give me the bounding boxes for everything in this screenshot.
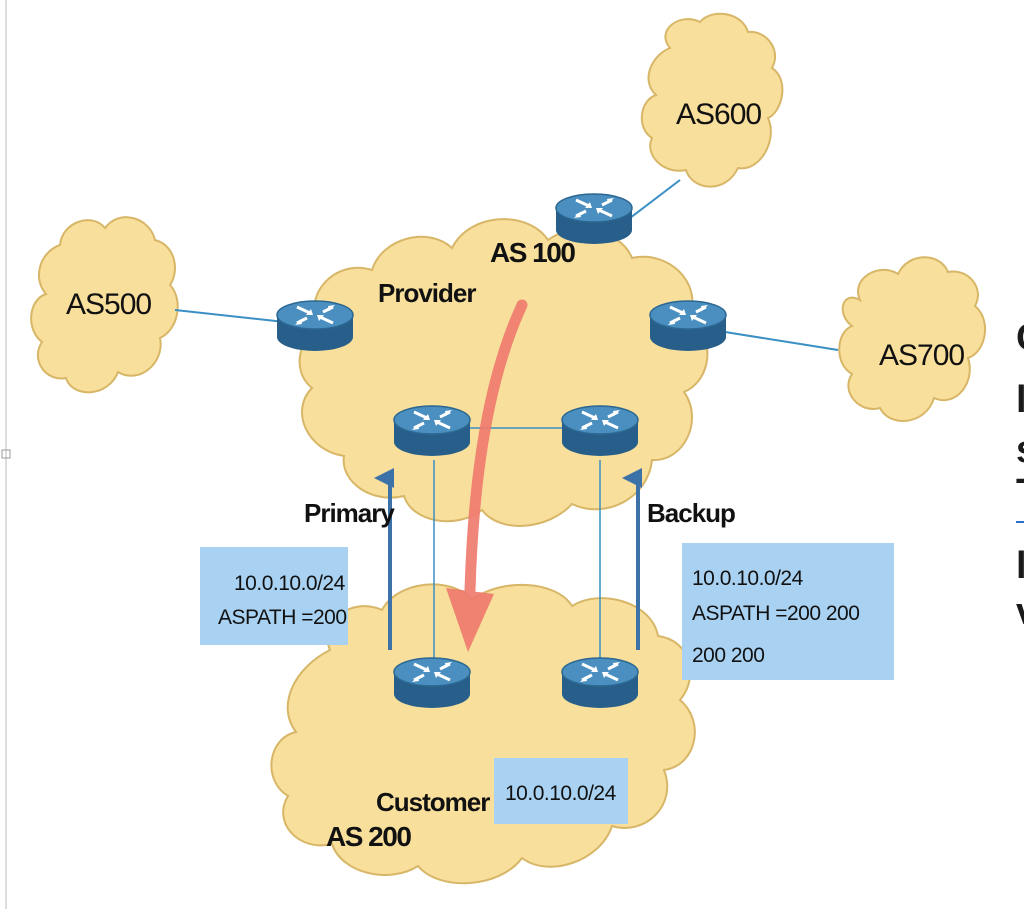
- provider-name-label: Provider: [378, 278, 476, 308]
- customer-as-label: AS 200: [326, 821, 411, 852]
- router-customer-backup: [560, 656, 640, 710]
- edge-char-5: l: [1016, 545, 1024, 587]
- customer-name-label: Customer: [376, 787, 490, 817]
- backup-link-label: Backup: [647, 498, 735, 528]
- router-customer-primary: [392, 656, 472, 710]
- edge-char-4: T: [1016, 472, 1024, 514]
- cloud-as500: [30, 216, 179, 394]
- router-provider-left: [275, 299, 355, 353]
- as500-label: AS500: [66, 288, 151, 321]
- backup-box-aspath: ASPATH =200 200: [692, 602, 859, 625]
- router-provider-primary: [392, 404, 472, 458]
- primary-box-aspath: ASPATH =200: [218, 606, 347, 629]
- backup-box-aspath-cont: 200 200: [692, 644, 764, 667]
- cloud-as600: [641, 12, 784, 188]
- router-provider-backup: [560, 404, 640, 458]
- as700-label: AS700: [879, 339, 964, 372]
- page-margin-handle: [1, 449, 11, 459]
- edge-char-3: s: [1016, 429, 1024, 471]
- provider-as-label: AS 100: [490, 237, 575, 268]
- cloud-as700: [838, 256, 987, 422]
- right-edge-cut-text: C l s T l v: [1016, 317, 1024, 633]
- primary-box-prefix: 10.0.10.0/24: [234, 572, 346, 595]
- backup-route-box: 10.0.10.0/24 ASPATH =200 200 200 200: [682, 543, 894, 680]
- router-provider-right: [648, 299, 728, 353]
- edge-char-6: v: [1016, 591, 1024, 633]
- edge-char-1: C: [1016, 317, 1024, 359]
- primary-link-label: Primary: [304, 498, 395, 528]
- link-as600-provider: [629, 179, 681, 219]
- backup-box-prefix: 10.0.10.0/24: [692, 567, 804, 590]
- links: [174, 179, 839, 660]
- customer-prefix-text: 10.0.10.0/24: [505, 782, 617, 805]
- as600-label: AS600: [676, 98, 761, 131]
- primary-route-box: 10.0.10.0/24 ASPATH =200: [200, 547, 348, 645]
- link-as500-provider: [174, 309, 286, 323]
- edge-char-2: l: [1016, 379, 1024, 421]
- customer-prefix-box: 10.0.10.0/24: [494, 758, 628, 824]
- traffic-flow-arrow: [446, 299, 528, 652]
- link-as700-provider: [724, 331, 839, 351]
